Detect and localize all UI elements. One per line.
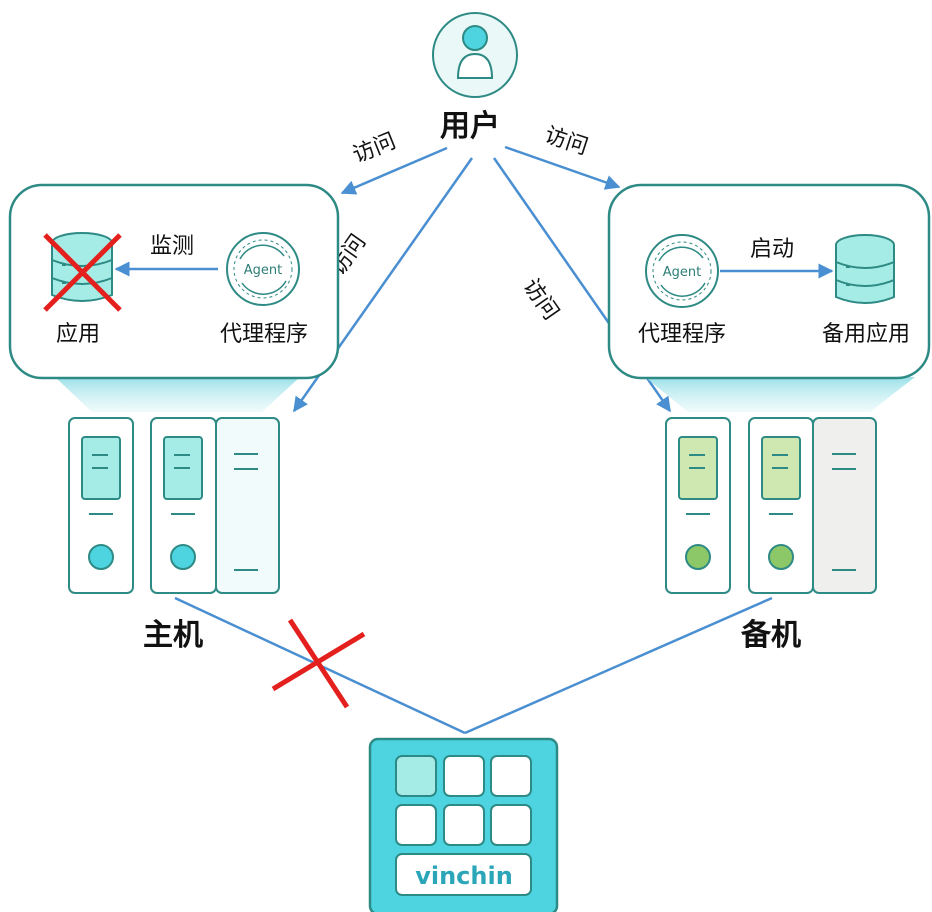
app-failure-cross-icon	[43, 233, 122, 312]
primary-group: 应用 监测 Agent 代理程序	[8, 183, 340, 653]
primary-callout-funnel	[55, 377, 300, 412]
standby-callout-funnel	[645, 377, 915, 412]
standby-server-icon	[665, 417, 877, 594]
primary-host-label: 主机	[143, 618, 203, 653]
user-node: 用户	[432, 12, 518, 144]
primary-agent-icon-text: Agent	[244, 263, 282, 278]
standby-agent-label: 代理程序	[638, 322, 726, 347]
edge-label-access-right: 访问	[541, 123, 591, 160]
standby-callout-box	[607, 183, 931, 380]
edge-label-access-left: 访问	[349, 129, 399, 169]
backup-app-database-icon	[835, 234, 895, 304]
vinchin-appliance: vinchin	[368, 737, 559, 912]
appliance-brand-logo: vinchin	[415, 862, 513, 890]
user-icon	[456, 25, 494, 79]
primary-agent-icon: Agent	[226, 232, 300, 306]
edge-label-start: 启动	[750, 237, 794, 262]
standby-host-label: 备机	[741, 618, 801, 653]
user-label: 用户	[440, 109, 500, 144]
link-standby-to-appliance	[464, 596, 773, 735]
standby-agent-icon: Agent	[645, 234, 719, 308]
arrow-user-to-standby-box	[504, 145, 621, 190]
edge-label-monitor: 监测	[150, 234, 194, 259]
edge-label-access-diag-right: 访问	[518, 275, 564, 325]
standby-group: Agent 代理程序 启动 备用应用	[607, 183, 931, 653]
standby-agent-icon-text: Agent	[663, 265, 701, 280]
appliance-brand-plate	[395, 853, 532, 896]
primary-server-icon	[68, 417, 280, 594]
arrow-user-to-primary-box	[340, 146, 448, 195]
primary-app-label: 应用	[56, 322, 100, 347]
link-broken-cross-icon	[271, 618, 366, 709]
primary-agent-label: 代理程序	[220, 322, 308, 347]
backup-app-label: 备用应用	[822, 322, 910, 347]
